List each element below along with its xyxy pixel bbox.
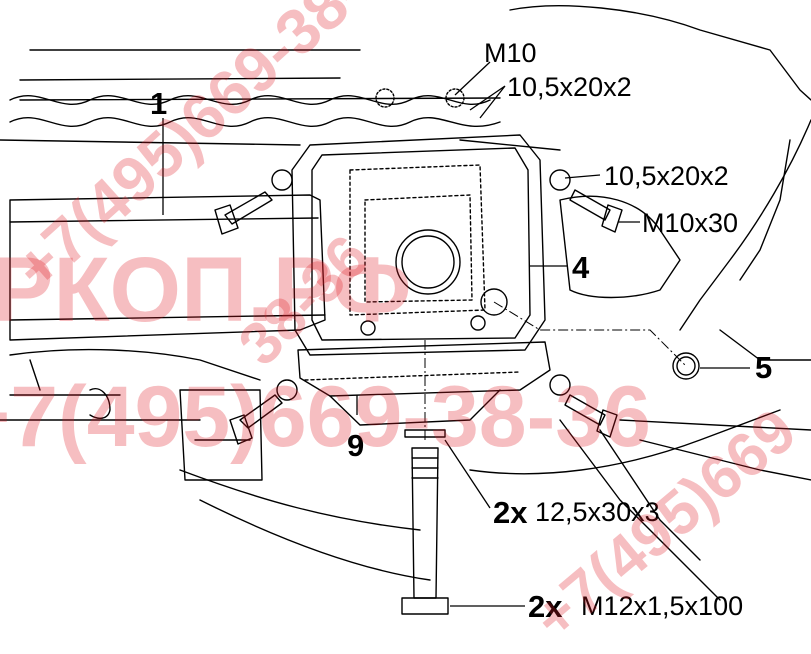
long-bolt-shaft bbox=[411, 447, 439, 599]
body-outline-right bbox=[679, 119, 811, 331]
washer-left-bottom bbox=[276, 379, 298, 401]
label-bolt-bottom: M12x1,5x100 bbox=[581, 591, 744, 621]
corrugated-rail-3 bbox=[0, 139, 561, 151]
axis-line-nut bbox=[493, 301, 687, 367]
mount-bushing-box bbox=[349, 164, 486, 316]
body-lower-curve bbox=[0, 348, 261, 421]
long-bolt-head bbox=[401, 597, 449, 615]
bolt-right-top bbox=[569, 189, 623, 233]
mount-center-hole-inner bbox=[401, 235, 455, 289]
washer-left-top bbox=[271, 169, 293, 191]
lower-bracket-dash bbox=[304, 371, 521, 381]
bolt-left-bottom bbox=[229, 394, 283, 445]
technical-drawing bbox=[0, 5, 811, 615]
body-lower-right bbox=[559, 419, 721, 601]
body-bottom-panel bbox=[179, 409, 781, 581]
label-m10: M10 bbox=[484, 38, 537, 68]
corrugated-rail-2 bbox=[9, 117, 501, 127]
label-part-1: 1 bbox=[150, 86, 168, 121]
bolt-left-top bbox=[214, 191, 273, 235]
mount-plate-inner bbox=[311, 147, 531, 341]
leader-washer-right bbox=[564, 174, 601, 179]
leader-m10 bbox=[454, 61, 491, 96]
label-washer-right: 10,5x20x2 bbox=[604, 161, 729, 191]
body-recess bbox=[559, 195, 681, 299]
lower-bracket bbox=[297, 341, 551, 397]
nut-mount bbox=[480, 288, 508, 316]
label-washer-bottom: 12,5x30x3 bbox=[535, 497, 660, 527]
bolt-right-bottom bbox=[564, 394, 618, 438]
nut-mount-small-right bbox=[470, 315, 486, 331]
nut-part-5 bbox=[672, 352, 700, 380]
leader-washer-bottom bbox=[444, 439, 491, 509]
label-qty-bolt-bottom: 2x bbox=[528, 589, 563, 624]
washer-right-top bbox=[549, 169, 571, 191]
bracket-left bbox=[179, 389, 263, 481]
label-bolt-m10x30: M10x30 bbox=[642, 208, 739, 238]
label-part-9: 9 bbox=[347, 428, 365, 463]
long-bolt-washer bbox=[404, 429, 446, 438]
nut-mount-small-left bbox=[360, 320, 376, 336]
nut-top-left bbox=[375, 88, 395, 108]
nut-part-5-inner bbox=[676, 356, 696, 376]
leader-washer-top bbox=[469, 85, 506, 119]
label-part-5: 5 bbox=[755, 350, 773, 385]
mount-plate-outer bbox=[291, 134, 546, 356]
crossmember-edge bbox=[9, 217, 326, 321]
label-washer-top: 10,5x20x2 bbox=[507, 72, 632, 102]
corrugated-rail-1 bbox=[9, 95, 491, 105]
body-top-edge bbox=[19, 49, 501, 101]
washer-right-bottom bbox=[549, 374, 571, 396]
mount-center-hole bbox=[395, 229, 461, 295]
body-outline-top bbox=[509, 5, 811, 101]
body-inner-right bbox=[719, 139, 811, 361]
body-right-lines bbox=[619, 419, 811, 481]
label-part-4: 4 bbox=[572, 250, 590, 285]
lower-bracket-leg bbox=[329, 389, 501, 426]
long-bolt-thread bbox=[411, 457, 439, 479]
crossmember-beam bbox=[9, 194, 326, 341]
label-qty-washer-bottom: 2x bbox=[493, 495, 528, 530]
nut-top-right bbox=[445, 88, 465, 108]
exhaust-left bbox=[29, 359, 111, 419]
